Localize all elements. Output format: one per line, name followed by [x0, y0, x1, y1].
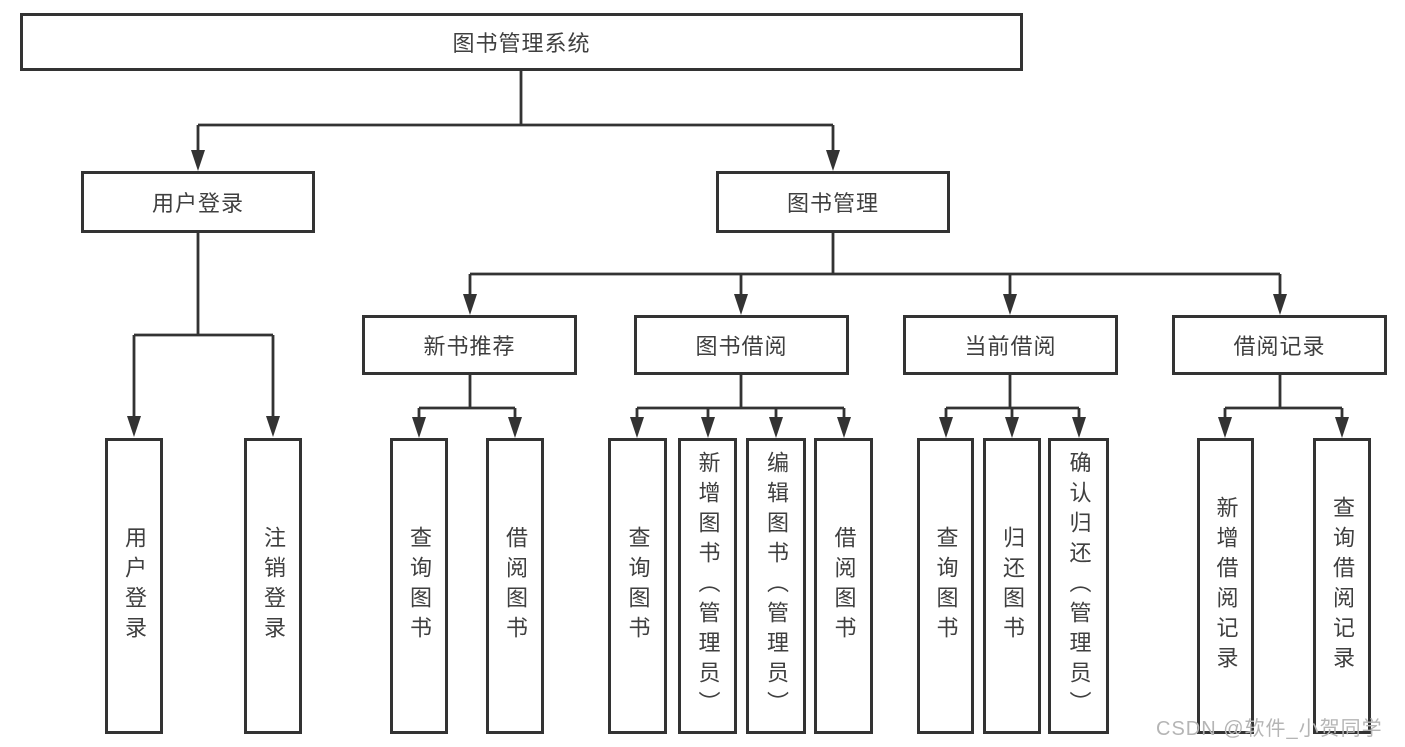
arrow-down-icon — [508, 417, 522, 438]
node-borrow-records: 借阅记录 — [1172, 315, 1387, 375]
connector-borrow-records — [1223, 375, 1344, 422]
leaf-recommend-borrow-books: 借阅图书 — [486, 438, 544, 734]
arrow-down-icon — [939, 417, 953, 438]
arrow-down-icon — [1003, 294, 1017, 315]
arrow-down-icon — [1218, 417, 1232, 438]
arrow-down-icon — [191, 150, 205, 171]
leaf-user-login: 用户登录 — [105, 438, 163, 734]
arrowheads — [127, 150, 1349, 438]
arrow-down-icon — [630, 417, 644, 438]
arrow-down-icon — [266, 416, 280, 437]
arrow-down-icon — [826, 150, 840, 171]
connector-new-book — [417, 375, 517, 422]
node-book-borrow: 图书借阅 — [634, 315, 849, 375]
connector-user-login — [132, 233, 275, 421]
leaf-logout: 注销登录 — [244, 438, 302, 734]
node-current-borrow: 当前借阅 — [903, 315, 1118, 375]
leaf-current-confirm-return-admin: 确认归还（管理员） — [1048, 438, 1109, 734]
node-new-book-recommend: 新书推荐 — [362, 315, 577, 375]
arrow-down-icon — [769, 417, 783, 438]
arrow-down-icon — [1273, 294, 1287, 315]
connector-book-management — [468, 233, 1282, 299]
arrow-down-icon — [412, 417, 426, 438]
connector-book-borrow — [635, 375, 846, 422]
leaf-borrow-add-books-admin: 新增图书（管理员） — [678, 438, 737, 734]
arrow-down-icon — [701, 417, 715, 438]
arrow-down-icon — [734, 294, 748, 315]
leaf-records-query-record: 查询借阅记录 — [1313, 438, 1371, 734]
leaf-recommend-query-books: 查询图书 — [390, 438, 448, 734]
leaf-current-query-books: 查询图书 — [917, 438, 974, 734]
arrow-down-icon — [127, 416, 141, 437]
arrow-down-icon — [1005, 417, 1019, 438]
leaf-current-return-books: 归还图书 — [983, 438, 1041, 734]
arrow-down-icon — [463, 294, 477, 315]
connector-current-borrow — [944, 375, 1081, 422]
node-book-management: 图书管理 — [716, 171, 950, 233]
arrow-down-icon — [1335, 417, 1349, 438]
leaf-borrow-query-books: 查询图书 — [608, 438, 667, 734]
arrow-down-icon — [837, 417, 851, 438]
arrow-down-icon — [1072, 417, 1086, 438]
csdn-watermark: CSDN @软件_小贺同学 — [1156, 718, 1383, 740]
connector-root — [196, 68, 835, 155]
leaf-records-add-record: 新增借阅记录 — [1197, 438, 1254, 734]
node-library-system: 图书管理系统 — [20, 13, 1023, 71]
node-user-login: 用户登录 — [81, 171, 315, 233]
leaf-borrow-borrow-books: 借阅图书 — [814, 438, 873, 734]
leaf-borrow-edit-books-admin: 编辑图书（管理员） — [746, 438, 806, 734]
